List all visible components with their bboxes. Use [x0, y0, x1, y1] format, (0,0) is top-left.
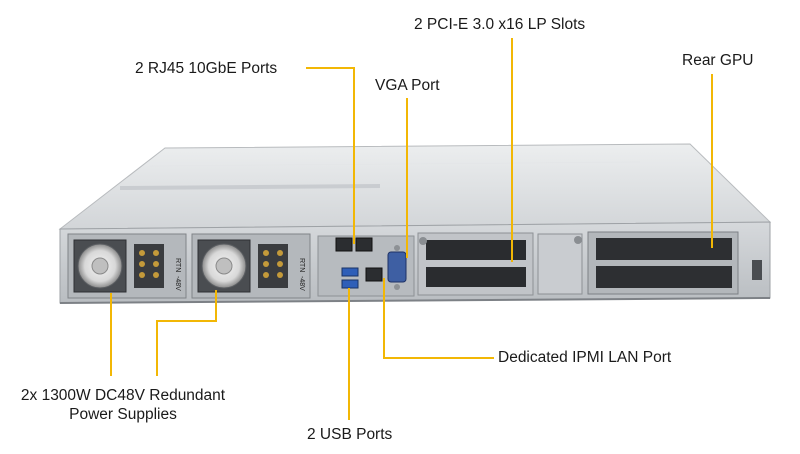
power-supplies-label-line-1: 2x 1300W DC48V Redundant [20, 387, 226, 404]
rear-gpu [587, 231, 739, 295]
vga-port [387, 251, 407, 283]
rj45-ports-label: 2 RJ45 10GbE Ports [135, 60, 278, 77]
io-panel [317, 235, 415, 297]
ipmi-port [365, 267, 383, 282]
vent-panel [537, 233, 583, 295]
pcie-slot-1 [426, 240, 526, 260]
pcie-slot-area [417, 232, 534, 296]
power-supply-1: RTN -48V [67, 233, 187, 299]
ipmi-port-label: Dedicated IPMI LAN Port [498, 349, 672, 366]
pcie-slot-2 [426, 267, 526, 287]
rj45-leader-line [306, 67, 355, 244]
usb-port-2 [341, 279, 359, 289]
rj45-port-1 [335, 237, 353, 252]
psu-1-rtn-label: RTN [174, 258, 181, 272]
ipmi-leader-line [383, 278, 494, 359]
psu-2-leader-line [156, 290, 217, 376]
pcie-slots-label: 2 PCI-E 3.0 x16 LP Slots [414, 16, 586, 33]
callout-leader-lines [110, 38, 713, 420]
vga-port-label: VGA Port [375, 77, 440, 94]
power-supplies-label-line-2: Power Supplies [69, 406, 177, 423]
psu-2-48v-label: -48V [298, 276, 305, 291]
psu-1-48v-label: -48V [174, 276, 181, 291]
rear-gpu-label: Rear GPU [682, 52, 754, 69]
psu-2-rtn-label: RTN [298, 258, 305, 272]
usb-port-1 [341, 267, 359, 277]
rj45-port-2 [355, 237, 373, 252]
usb-ports-label: 2 USB Ports [307, 426, 393, 443]
power-supply-2: RTN -48V [191, 233, 311, 299]
power-supplies-label: 2x 1300W DC48V Redundant Power Supplies [8, 386, 238, 424]
